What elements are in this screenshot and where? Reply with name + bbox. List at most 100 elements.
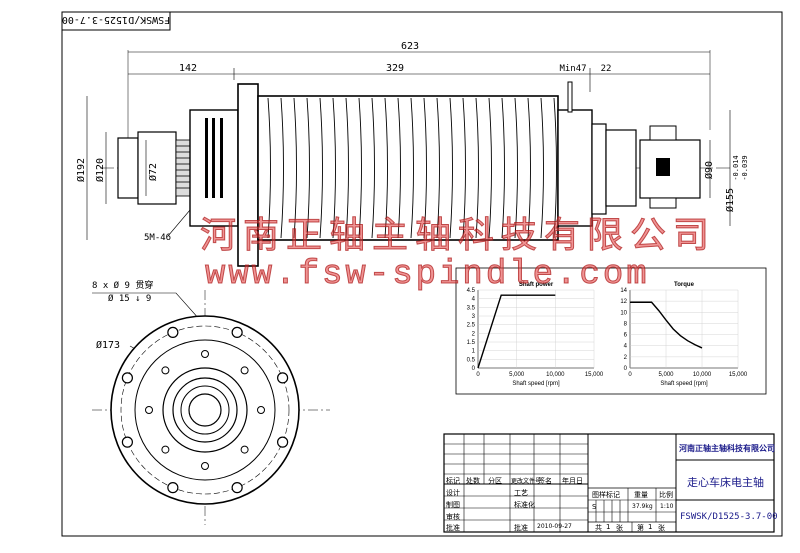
tb-di: 第 [637,524,644,532]
x-tick-label: 5,000 [509,372,525,378]
inner-hole [257,406,265,414]
y-tick-label: 2 [624,355,628,361]
bolt-holes [121,326,289,494]
tb-qianming: 签名 [538,477,552,485]
dim-d120: Ø120 [94,158,106,182]
tb-zhang1: 张 [616,524,623,532]
tb-company: 河南正轴主轴科技有限公司 [679,444,775,453]
tb-date: 2010-09-27 [537,523,572,530]
bolt-hole [231,482,243,494]
tb-pizhun: 批准 [514,524,528,532]
bolt-hole [277,372,289,384]
tb-drawing-no: FSWSK/D1525-3.7-00 [680,512,778,522]
series-line [477,294,556,369]
inner-hole [201,462,209,470]
tb-sheet: 1 [648,523,653,531]
y-tick-label: 10 [620,310,627,316]
rear-connector [117,137,139,199]
x-axis-label: Shaft speed [rpm] [512,381,560,387]
x-tick-label: 5,000 [658,372,674,378]
dim-d90: Ø90 [703,161,715,179]
dim-d173: Ø173 [96,339,120,351]
tb-riqi: 年月日 [562,477,583,485]
tb-zhang2: 张 [658,524,665,532]
tb-weight: 37.9kg [632,503,653,510]
y-tick-label: 0.5 [467,357,476,363]
connector-label: 5M-46 [144,233,171,243]
dim-min: Min47 [559,64,586,74]
bolt-hole [231,326,243,338]
hole-spec-2: Ø 15 ↓ 9 [108,293,151,304]
tb-sheji: 设计 [446,489,460,497]
tb-product: 走心车床电主轴 [687,476,764,489]
y-tick-label: 3.5 [467,305,476,311]
tb-stage: S [592,503,597,511]
tb-gong: 共 [595,524,602,532]
dim-d155: Ø155 [724,188,736,212]
bore-ring [162,367,248,453]
rear-gear [175,139,191,197]
tb-gengai: 更改文件号 [511,478,542,485]
bolt-hole [121,436,133,448]
dim-middle-section: 329 [386,63,404,74]
tb-pizhun-label: 批准 [446,524,460,532]
tb-zhitu: 制图 [446,501,460,509]
inner-hole [240,445,249,454]
y-tick-label: 1.5 [467,340,476,346]
tb-fenqu: 分区 [488,477,502,485]
bolt-hole [167,326,179,338]
y-tick-label: 0 [472,366,476,372]
dim-tol-upper: -0.014 [732,155,740,180]
y-tick-label: 1 [472,349,476,355]
y-tick-label: 4 [472,297,476,303]
inner-hole [240,366,249,375]
flange-outline [110,315,300,505]
x-tick-label: 10,000 [693,372,712,378]
nameplate-text [205,118,223,198]
inner-hole [201,350,209,358]
inner-hole [161,366,170,375]
tb-biaozhun: 标准化 [514,501,535,509]
tb-weight-label: 重量 [634,491,648,499]
dim-right: 22 [601,64,612,74]
charts-panel [455,267,767,395]
border [61,11,783,537]
y-tick-label: 0 [624,366,628,372]
watermark-company: 河南正轴主轴科技有限公司 [199,215,717,257]
dim-left-section: 142 [179,63,197,74]
tb-scale: 1:10 [660,503,674,510]
tb-stage-label: 图样标记 [592,491,620,499]
chart-title: Torque [674,282,695,288]
bolt-hole [121,372,133,384]
tb-shenhe: 审核 [446,513,460,521]
x-axis-label: Shaft speed [rpm] [660,381,708,387]
collet-nut [605,129,637,207]
dim-overall: 623 [401,41,419,52]
y-tick-label: 8 [624,321,628,327]
nose-section [557,109,593,227]
y-tick-label: 2 [472,331,476,337]
hole-spec-1: 8 x Ø 9 贯穿 [92,279,153,291]
tb-total: 1 [606,523,611,531]
x-tick-label: 0 [476,372,480,378]
watermark-url: www.fsw-spindle.com [205,256,650,295]
series-line [630,301,703,349]
bolt-hole [277,436,289,448]
drawing-number-text: FSWSK/D1525-3.7-00 [62,14,170,25]
drawing-number-box [61,11,171,31]
x-tick-label: 15,000 [729,372,748,378]
y-tick-label: 4.5 [467,288,476,294]
x-tick-label: 0 [628,372,632,378]
tb-chushu: 处数 [466,477,480,485]
title-block [443,433,775,533]
tb-biaoji: 标记 [446,477,460,485]
y-tick-label: 12 [620,299,627,305]
dim-d192: Ø192 [75,158,87,182]
dim-tol-lower: -0.039 [741,155,749,180]
inner-hole [145,406,153,414]
y-tick-label: 4 [624,344,628,350]
